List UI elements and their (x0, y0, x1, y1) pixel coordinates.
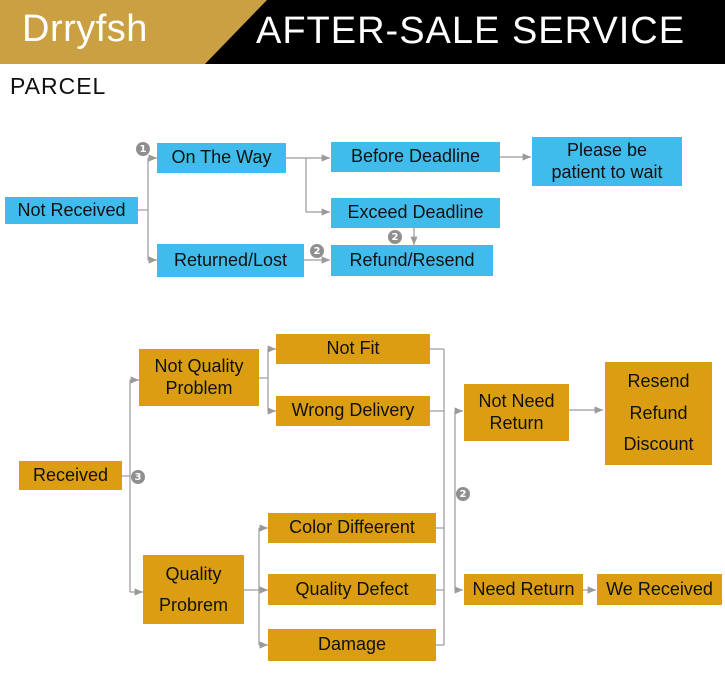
node-need-return: Need Return (464, 574, 583, 605)
step-badge-2b: 2 (388, 230, 402, 244)
node-on-the-way: On The Way (157, 143, 286, 173)
step-badge-1: 1 (136, 142, 150, 156)
section-label: PARCEL (10, 73, 107, 99)
node-exceed-deadline: Exceed Deadline (331, 198, 500, 228)
node-received: Received (19, 461, 122, 490)
node-not-fit: Not Fit (276, 334, 430, 364)
node-quality-defect: Quality Defect (268, 574, 436, 605)
node-wrong-delivery: Wrong Delivery (276, 396, 430, 426)
step-badge-2c: 2 (456, 487, 470, 501)
node-color-different: Color Diffeerent (268, 513, 436, 543)
outcome-refund: Refund (629, 402, 688, 423)
node-quality-problem: Quality Probrem (143, 555, 244, 624)
page-title: AFTER-SALE SERVICE (256, 10, 686, 52)
header-bar: Drryfsh AFTER-SALE SERVICE (0, 0, 725, 64)
node-not-quality-problem: Not Quality Problem (139, 349, 259, 406)
outcome-resend: Resend (627, 371, 690, 392)
node-we-received: We Received (597, 574, 722, 605)
node-refund-resend: Refund/Resend (331, 245, 493, 276)
brand-band (0, 0, 205, 64)
node-outcomes: Resend Refund Discount (605, 362, 712, 465)
node-not-need-return: Not Need Return (464, 384, 569, 441)
node-not-received: Not Received (5, 197, 138, 224)
node-damage: Damage (268, 629, 436, 661)
step-badge-2: 2 (310, 244, 324, 258)
brand-band-slant (205, 0, 267, 64)
brand-logo-text: Drryfsh (22, 8, 148, 50)
outcome-discount: Discount (623, 434, 694, 455)
node-before-deadline: Before Deadline (331, 142, 500, 172)
node-returned-lost: Returned/Lost (157, 244, 304, 277)
step-badge-3: 3 (131, 470, 145, 484)
node-please-wait: Please be patient to wait (532, 137, 682, 186)
